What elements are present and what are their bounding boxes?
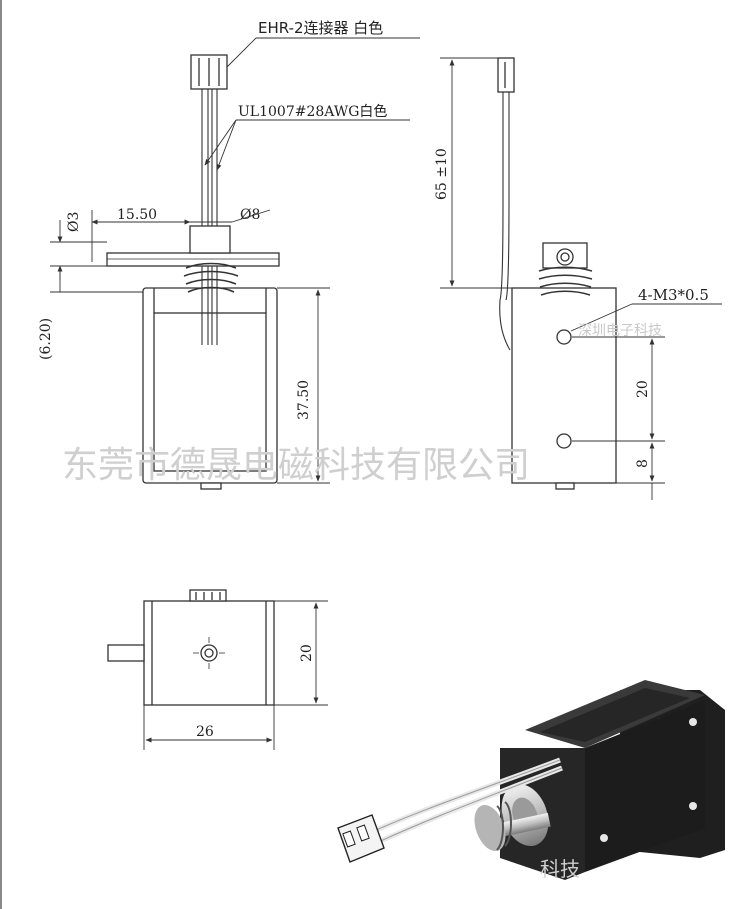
plunger-bar (106, 252, 280, 267)
dim-body-width: 26 (196, 724, 214, 740)
watermark-layer: 东莞市德晟电磁科技有限公司 深圳电子科技 科技 (62, 323, 662, 881)
dim-lead-length: 65 ±10 (434, 148, 450, 200)
photo-watermark: 科技 (540, 857, 580, 881)
wire-label: UL1007#28AWG白色 (238, 103, 387, 120)
top-view (107, 589, 275, 706)
dim-hole-spacing: 20 (635, 380, 651, 398)
side-dimension-text: 65 ±10 4-M3*0.5 20 8 (434, 148, 709, 468)
top-dimension-text: 20 26 (196, 644, 315, 740)
dim-plunger-dia: Ø8 (240, 207, 260, 223)
top-dimensions (143, 600, 328, 750)
dim-body-height: 37.50 (296, 380, 312, 420)
dim-shaft-dia: Ø3 (66, 212, 82, 232)
connector-label: EHR-2连接器 白色 (258, 19, 383, 37)
side-dimensions (440, 57, 722, 500)
dim-stroke: (6.20) (38, 318, 54, 360)
front-dimensions (50, 37, 420, 484)
lead-wires (201, 89, 218, 345)
front-view (106, 54, 280, 490)
top-shaft (107, 644, 145, 662)
side-view (497, 57, 617, 490)
side-watermark: 深圳电子科技 (578, 323, 662, 339)
company-watermark: 东莞市德晟电磁科技有限公司 (62, 445, 530, 486)
front-dimension-text: EHR-2连接器 白色 UL1007#28AWG白色 15.50 Ø8 Ø3 (… (38, 19, 387, 420)
dim-offset: 15.50 (117, 207, 157, 223)
solenoid-render (337, 680, 725, 880)
spring (183, 262, 239, 293)
top-body (143, 600, 275, 706)
dim-hole-edge: 8 (635, 459, 651, 468)
mount-hole-upper (556, 329, 572, 345)
mount-hole-lower (556, 433, 572, 449)
thread-label: 4-M3*0.5 (638, 286, 709, 304)
center-hole (200, 644, 218, 662)
dim-body-depth: 20 (299, 644, 315, 662)
